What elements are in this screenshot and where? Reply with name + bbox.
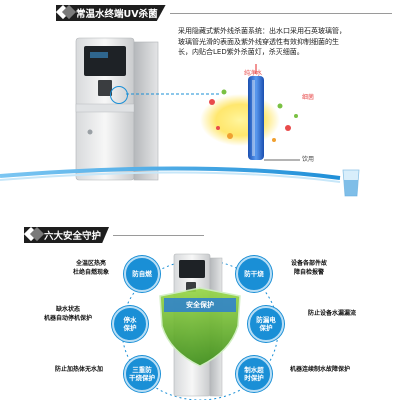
feature-label-triple-dry-burn: 防止加热体无水加 [54, 366, 103, 373]
description-line: 玻璃管光滑的表面及紫外线穿透性有效抑制细菌的生 [178, 37, 339, 46]
feature-label-water-cutoff: 缺水状态 机器自动停机保护 [43, 306, 92, 322]
section2-divider [113, 234, 204, 236]
uv-right-label: 饮用 [302, 156, 315, 163]
feature-label-anti-ignite: 全温区热亮 杜绝自燃现象 [72, 260, 109, 276]
feature-circle-water-cutoff: 停水 保护 [112, 306, 148, 342]
shield-label: 安全保护 [186, 301, 214, 309]
section1-divider [169, 12, 392, 14]
section2-title: 六大安全守护 [44, 231, 102, 242]
section2-header: 六大安全守护 [24, 226, 204, 244]
uv-legend-label: 细菌 [302, 94, 315, 101]
dashed-connector-icon [126, 93, 220, 95]
description-line: 采用隐藏式紫外线杀菌系统：出水口采用石英玻璃管， [178, 27, 346, 35]
description-line: 长，内贴合LED紫外杀菌灯，杀灭细菌。 [178, 48, 304, 56]
feature-circle-triple-dry-burn: 三重防 干烧保护 [124, 356, 160, 392]
section2-title-tag: 六大安全守护 [24, 227, 110, 243]
section1-header: 常温水终端UV杀菌 [56, 4, 392, 22]
water-glass-icon [342, 169, 360, 197]
feature-label-leakage: 防止设备水漏漏流 [307, 310, 356, 317]
section1-title: 常温水终端UV杀菌 [76, 9, 158, 20]
section1-title-tag: 常温水终端UV杀菌 [56, 5, 166, 21]
uv-tube-diagram [200, 64, 300, 161]
feature-circle-leakage: 防漏电 保护 [248, 306, 284, 342]
shield-icon [159, 287, 241, 367]
outlet-highlight [110, 86, 128, 104]
section1-description: 采用隐藏式紫外线杀菌系统：出水口采用石英玻璃管， 玻璃管光滑的表面及紫外线穿透性… [178, 26, 398, 58]
feature-circle-anti-dry-burn: 防干烧 [236, 256, 272, 292]
uv-top-label: 纯净水 [244, 70, 263, 77]
flow-arc [0, 166, 341, 183]
feature-circle-anti-ignite: 防自燃 [124, 256, 160, 292]
water-dispenser-illustration [75, 37, 159, 181]
feature-label-timeout: 机器连续制水故障保护 [289, 366, 350, 373]
feature-circle-timeout: 制水超 时保护 [236, 356, 272, 392]
feature-label-anti-dry-burn: 设备各部件故 障自检报警 [290, 260, 327, 276]
